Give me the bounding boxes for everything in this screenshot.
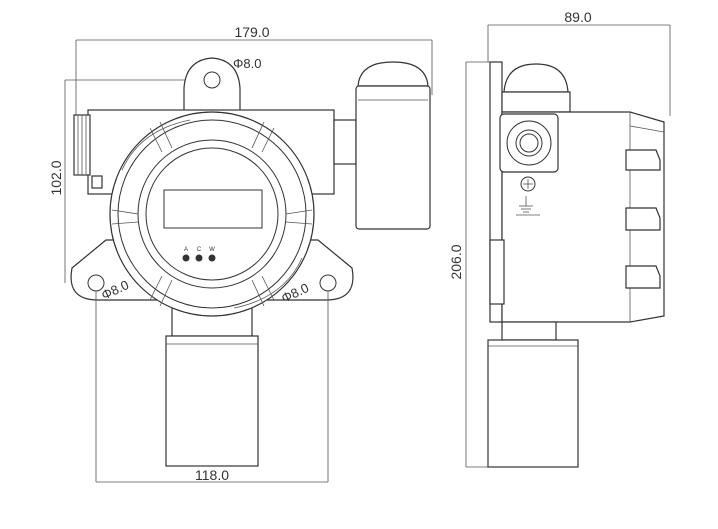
- base-dim-label: 118.0: [195, 467, 229, 483]
- sensor-cylinder: [165, 335, 259, 467]
- ground-terminal: [516, 176, 540, 216]
- right-sensor-cap: [355, 61, 431, 230]
- side-fins: [625, 149, 661, 289]
- width-dimension-89: 89.0: [487, 9, 671, 116]
- right-connector-boss: [333, 119, 357, 165]
- indicator-leds: A C W: [182, 247, 216, 262]
- width-dimension-179: 179.0: [75, 24, 433, 118]
- led-c: [195, 254, 203, 262]
- side-slot: [489, 239, 505, 305]
- height-dimension-206: 206.0: [448, 61, 500, 468]
- led-w: [208, 254, 216, 262]
- height-dim-label: 102.0: [48, 160, 64, 195]
- top-mounting-hole: [203, 71, 221, 89]
- height-dimension-102: 102.0: [48, 79, 205, 283]
- led-w-label: W: [209, 247, 215, 253]
- top-hole-label: Φ8.0: [233, 56, 261, 71]
- side-sensor-cylinder: [487, 339, 579, 468]
- side-width-dim-label: 89.0: [564, 9, 591, 25]
- display-window: [163, 189, 263, 229]
- left-cable-gland: [73, 114, 103, 189]
- side-sensor-neck: [501, 321, 557, 341]
- side-sensor-dome: [501, 63, 571, 113]
- side-cable-gland: [499, 113, 559, 173]
- front-view: 179.0 102.0 Φ8.0: [48, 24, 433, 483]
- led-c-label: C: [197, 247, 202, 253]
- base-dimension-118: 118.0: [95, 291, 329, 483]
- width-dim-label: 179.0: [234, 24, 269, 40]
- side-height-dim-label: 206.0: [448, 244, 464, 279]
- side-view: 89.0 206.0: [448, 9, 671, 468]
- top-mounting-ear: Φ8.0: [183, 56, 261, 110]
- led-a: [182, 254, 190, 262]
- main-round-housing: [109, 111, 315, 317]
- led-a-label: A: [184, 247, 188, 253]
